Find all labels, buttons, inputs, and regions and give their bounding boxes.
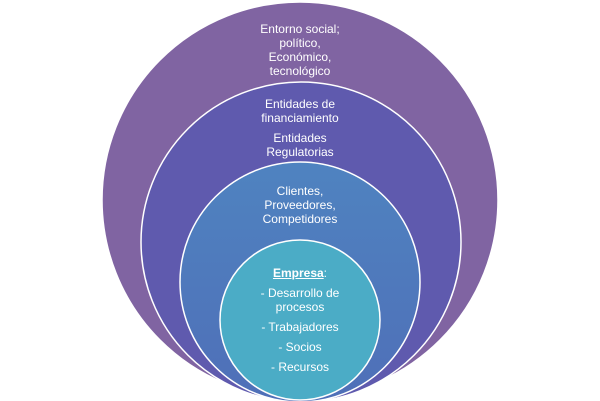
environment-label: Entorno social; político, Económico, tec… <box>200 22 400 78</box>
company-item: - Desarrollo de <box>260 286 340 300</box>
label-line: Entidades <box>273 131 327 145</box>
label-line: financiamiento <box>261 111 339 125</box>
company-title: Empresa: <box>200 266 400 280</box>
company-circle <box>219 239 381 401</box>
label-line: tecnológico <box>269 64 331 78</box>
label-line: Económico, <box>268 50 332 64</box>
regulatory-entities-label: Entidades Regulatorias <box>200 131 400 159</box>
label-line: político, <box>279 36 321 50</box>
label-line: Proveedores, <box>264 198 336 212</box>
market-label: Clientes, Proveedores, Competidores <box>200 184 400 226</box>
label-line: Entidades de <box>264 97 336 111</box>
company-item: - Recursos <box>270 360 329 374</box>
company-title-text: Empresa <box>272 266 324 280</box>
label-line: Entorno social; <box>260 22 340 36</box>
financing-entities-label: Entidades de financiamiento <box>200 97 400 125</box>
company-item: procesos <box>275 300 325 314</box>
label-line: Regulatorias <box>266 145 334 159</box>
label-line: Clientes, <box>276 184 324 198</box>
company-title-suffix: : <box>323 266 328 280</box>
company-item: - Trabajadores <box>261 320 339 334</box>
company-label: Empresa: - Desarrollo de procesos - Trab… <box>200 266 400 374</box>
company-item: - Socios <box>278 340 322 354</box>
label-line: Competidores <box>262 212 338 226</box>
